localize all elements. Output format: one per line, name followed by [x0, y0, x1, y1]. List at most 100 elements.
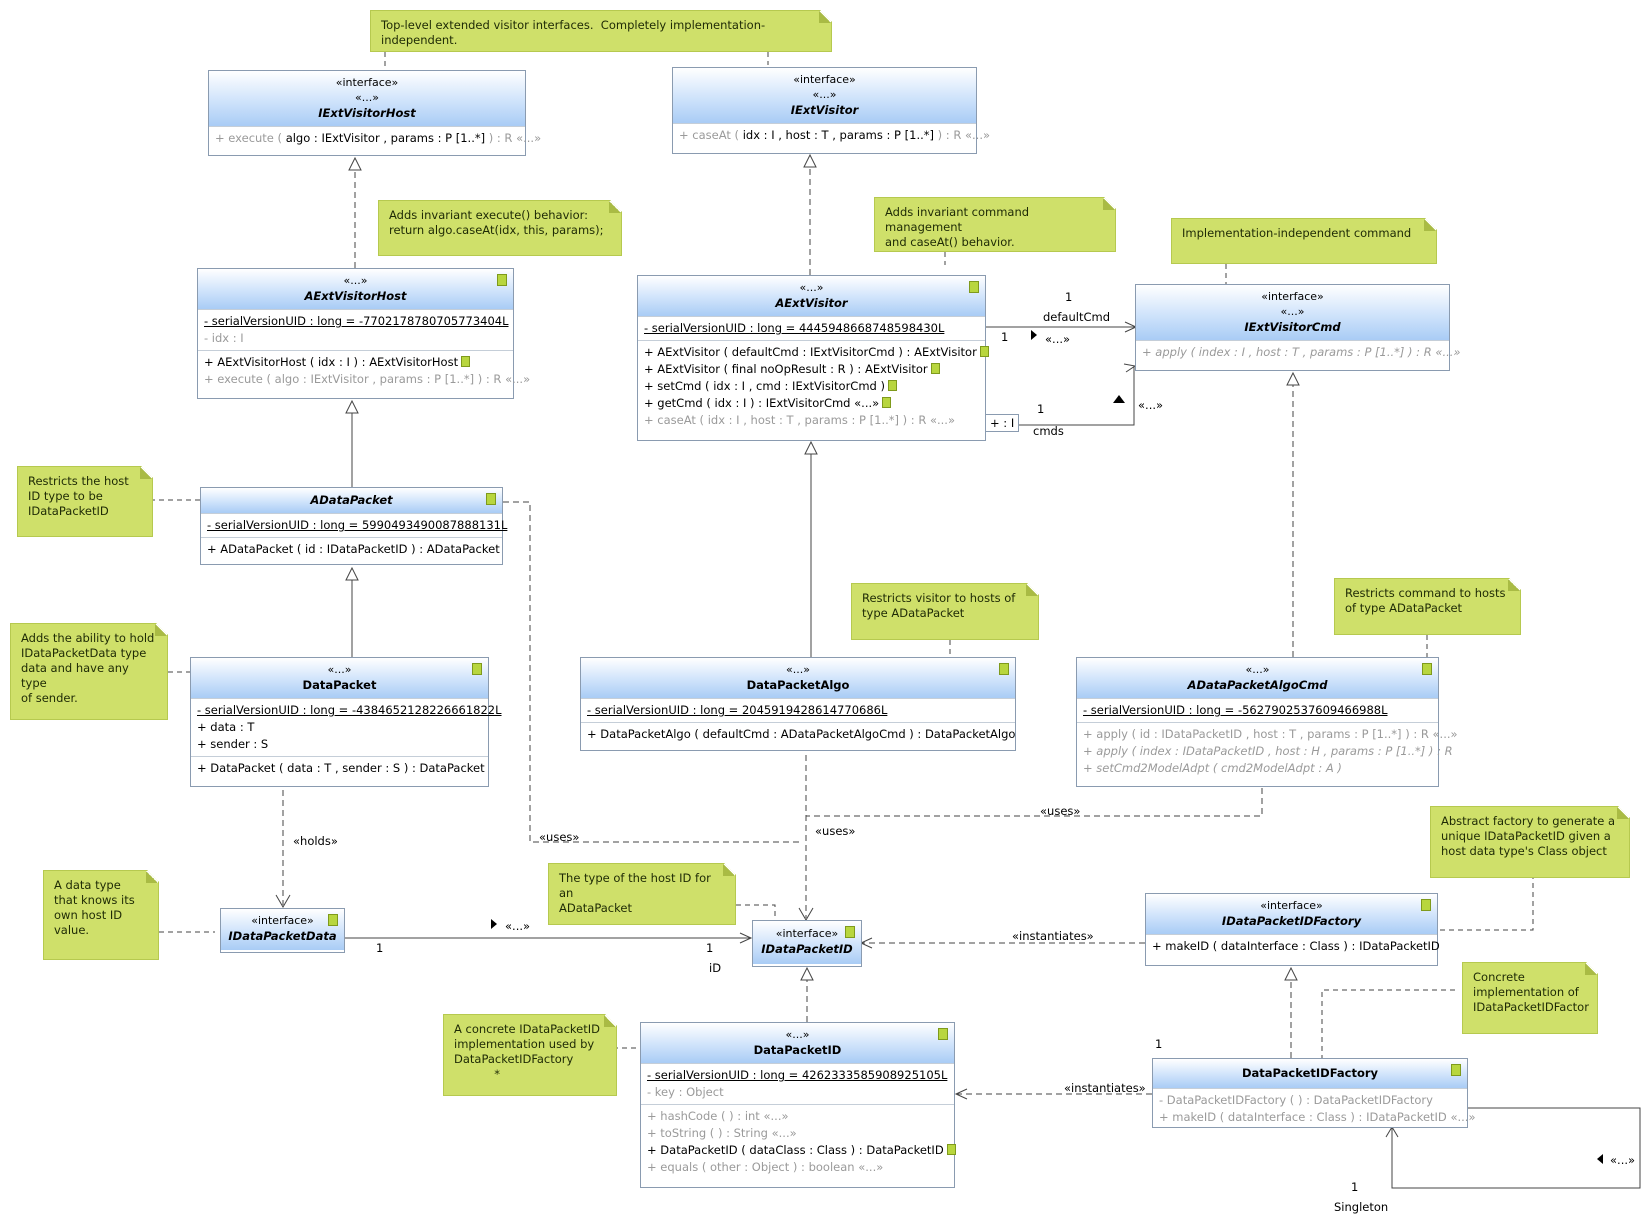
stereotype: «...»	[355, 91, 379, 104]
operation-row[interactable]: + AExtVisitor ( defaultCmd : IExtVisitor…	[644, 344, 989, 361]
class-datapacketidfactory[interactable]: DataPacketIDFactory - DataPacketIDFactor…	[1152, 1058, 1476, 1128]
operation-row[interactable]: + apply ( index : IDataPacketID , host :…	[1083, 744, 1453, 758]
stereotype: «interface»	[251, 914, 314, 927]
note-implementation-independent: Implementation-independent command	[1171, 218, 1437, 264]
class-iextvisitorhost[interactable]: «interface» «...» IExtVisitorHost + exec…	[208, 70, 542, 156]
operation-row[interactable]: + caseAt ( idx : I , host : T , params :…	[679, 128, 991, 142]
stereotype-label: «...»	[1045, 332, 1071, 346]
class-adatapacket[interactable]: ADataPacket - serialVersionUID : long = …	[200, 487, 508, 565]
file-icon	[1421, 899, 1431, 911]
operation-row[interactable]: + AExtVisitor ( final noOpResult : R ) :…	[644, 361, 979, 378]
operation-row[interactable]: - DataPacketIDFactory ( ) : DataPacketID…	[1159, 1093, 1433, 1107]
operation-row[interactable]: + setCmd ( idx : I , cmd : IExtVisitorCm…	[644, 378, 979, 395]
operation-row[interactable]: + setCmd2ModelAdpt ( cmd2ModelAdpt : A )	[1083, 761, 1342, 775]
attribute-row[interactable]: - serialVersionUID : long = -77021787807…	[204, 314, 509, 328]
operation-row[interactable]: + equals ( other : Object ) : boolean «.…	[647, 1160, 884, 1174]
file-icon	[472, 663, 482, 675]
class-aextvisitor[interactable]: «...» AExtVisitor - serialVersionUID : l…	[637, 275, 989, 441]
class-datapacketalgo[interactable]: «...» DataPacketAlgo - serialVersionUID …	[580, 657, 1016, 751]
stereotype: «interface»	[793, 73, 856, 86]
operation-row[interactable]: + DataPacket ( data : T , sender : S ) :…	[197, 761, 485, 775]
class-idatapacketid[interactable]: «interface» IDataPacketID	[752, 920, 862, 967]
stereotype: «...»	[1245, 663, 1270, 676]
stereotype: «...»	[343, 274, 368, 287]
class-idatapacketidfactory[interactable]: «interface» IDataPacketIDFactory + makeI…	[1145, 893, 1440, 966]
operation-row[interactable]: + DataPacketID ( dataClass : Class ) : D…	[647, 1142, 956, 1159]
class-adatapacketalgocmd[interactable]: «...» ADataPacketAlgoCmd - serialVersion…	[1076, 657, 1458, 787]
role-label-singleton: Singleton	[1334, 1200, 1389, 1214]
file-icon	[461, 356, 471, 367]
class-aextvisitorhost[interactable]: «...» AExtVisitorHost - serialVersionUID…	[197, 268, 531, 399]
stereotype: «...»	[799, 281, 824, 294]
class-name: DataPacketID	[753, 1043, 842, 1057]
operation-row[interactable]: + getCmd ( idx : I ) : IExtVisitorCmd «.…	[644, 395, 979, 412]
operation-row[interactable]: + makeID ( dataInterface : Class ) : IDa…	[1152, 939, 1440, 953]
class-datapacketid[interactable]: «...» DataPacketID - serialVersionUID : …	[640, 1022, 956, 1188]
class-iextvisitorcmd[interactable]: «interface» «...» IExtVisitorCmd + apply…	[1135, 284, 1461, 371]
class-name: AExtVisitorHost	[304, 289, 407, 303]
qualifier-box[interactable]: + : I	[985, 414, 1020, 432]
attribute-row[interactable]: - serialVersionUID : long = 204591942861…	[587, 703, 888, 717]
note-data-type: A data type that knows its own host ID v…	[43, 870, 159, 960]
stereotype: «...»	[785, 1028, 810, 1041]
class-idatapacketdata[interactable]: «interface» IDataPacketData	[220, 908, 345, 953]
stereotype-label: «...»	[1610, 1153, 1636, 1167]
class-name: IExtVisitorCmd	[1244, 320, 1341, 334]
file-icon	[887, 380, 897, 391]
multiplicity-label: 1	[1155, 1037, 1163, 1051]
attribute-row[interactable]: - serialVersionUID : long = -43846521282…	[197, 703, 502, 717]
file-icon	[969, 281, 979, 293]
attribute-row[interactable]: - idx : I	[204, 331, 244, 345]
file-icon	[979, 346, 989, 357]
note-host-id-type: The type of the host ID for an ADataPack…	[548, 863, 736, 925]
multiplicity-label: 1	[1065, 290, 1073, 304]
operation-row[interactable]: + AExtVisitorHost ( idx : I ) : AExtVisi…	[204, 354, 507, 371]
operation-row[interactable]: + DataPacketAlgo ( defaultCmd : ADataPac…	[587, 727, 1016, 741]
operation-row[interactable]: + ADataPacket ( id : IDataPacketID ) : A…	[207, 542, 500, 556]
stereotype: «...»	[812, 88, 837, 101]
operation-row[interactable]: + makeID ( dataInterface : Class ) : IDa…	[1159, 1110, 1476, 1124]
class-name: DataPacketIDFactory	[1241, 1066, 1379, 1080]
role-label-cmds: cmds	[1033, 424, 1064, 438]
operation-row[interactable]: + apply ( id : IDataPacketID , host : T …	[1083, 727, 1458, 741]
file-icon	[938, 1028, 948, 1040]
operation-row[interactable]: + caseAt ( idx : I , host : T , params :…	[644, 413, 955, 427]
stereotype: «interface»	[1260, 899, 1323, 912]
operation-row[interactable]: + hashCode ( ) : int «...»	[647, 1109, 789, 1123]
operation-row[interactable]: + apply ( index : I , host : T , params …	[1142, 345, 1461, 359]
attribute-row[interactable]: - serialVersionUID : long = -56279025376…	[1083, 703, 1388, 717]
note-restrict-command: Restricts command to hosts of type AData…	[1334, 578, 1521, 635]
attribute-row[interactable]: - serialVersionUID : long = 444594866874…	[644, 321, 945, 335]
note-execute: Adds invariant execute() behavior: retur…	[378, 200, 622, 256]
attribute-row[interactable]: - serialVersionUID : long = 426233358590…	[647, 1068, 948, 1082]
note-hold-data: Adds the ability to hold IDataPacketData…	[10, 623, 168, 720]
role-label-defaultcmd: defaultCmd	[1043, 310, 1110, 324]
attribute-row[interactable]: - key : Object	[647, 1085, 724, 1099]
note-command-management: Adds invariant command management and ca…	[874, 197, 1116, 252]
operation-row[interactable]: + execute ( algo : IExtVisitor , params …	[215, 131, 542, 145]
attribute-row[interactable]: + data : T	[197, 720, 255, 734]
class-name: AExtVisitor	[775, 296, 848, 310]
file-icon	[328, 914, 338, 926]
file-icon	[486, 493, 496, 505]
multiplicity-label: 1	[376, 941, 384, 955]
class-name: DataPacket	[302, 678, 377, 692]
operation-row[interactable]: + execute ( algo : IExtVisitor , params …	[204, 372, 531, 386]
note-restrict-host: Restricts the host ID type to be IDataPa…	[17, 466, 153, 537]
class-datapacket[interactable]: «...» DataPacket - serialVersionUID : lo…	[190, 657, 502, 787]
class-iextvisitor[interactable]: «interface» «...» IExtVisitor + caseAt (…	[672, 67, 991, 154]
file-icon	[882, 397, 892, 408]
multiplicity-label: 1	[706, 941, 714, 955]
note-top-level: Top-level extended visitor interfaces. C…	[370, 10, 832, 52]
multiplicity-label: 1	[1351, 1180, 1359, 1194]
stereotype: «...»	[786, 663, 810, 676]
note-concrete-factory: Concrete implementation of IDataPacketID…	[1462, 962, 1598, 1034]
file-icon	[497, 274, 507, 286]
stereotype: «...»	[327, 663, 352, 676]
attribute-row[interactable]: - serialVersionUID : long = 599049349008…	[207, 518, 508, 532]
file-icon	[999, 663, 1009, 675]
operation-row[interactable]: + toString ( ) : String «...»	[647, 1126, 797, 1140]
instantiates-label: «instantiates»	[1012, 929, 1094, 943]
attribute-row[interactable]: + sender : S	[197, 737, 269, 751]
